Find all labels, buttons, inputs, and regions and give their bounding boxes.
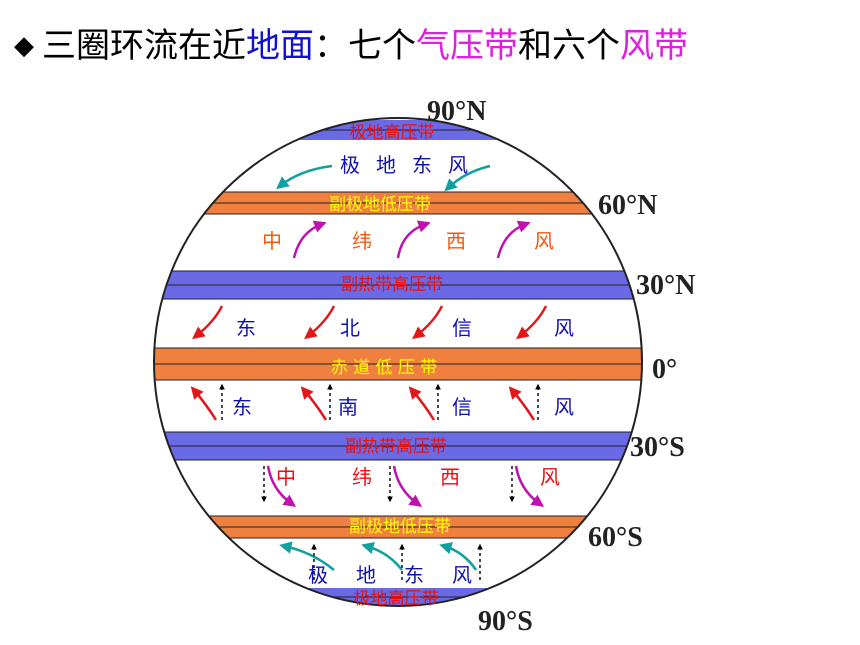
red-arrow-icon bbox=[192, 305, 224, 340]
n-westerlies-char-4: 风 bbox=[534, 229, 554, 253]
s-polar-easterlies-char-4: 风 bbox=[452, 563, 472, 587]
south-westerly-arrows bbox=[266, 465, 545, 507]
n-polar-easterlies-char-1: 极 bbox=[340, 153, 360, 177]
teal-arrow-icon bbox=[276, 164, 333, 190]
teal-arrow-icon bbox=[439, 542, 478, 571]
diamond-bullet-icon: ◆ bbox=[14, 31, 34, 61]
s-polar-easterlies-char-3: 东 bbox=[404, 563, 424, 587]
n-polar-easterlies-char-2: 地 bbox=[376, 153, 396, 177]
ne-trades-char-2: 北 bbox=[340, 316, 360, 340]
teal-arrow-icon bbox=[444, 164, 491, 192]
red-arrow-icon bbox=[408, 386, 436, 421]
s-polar-easterlies-char-1: 极 bbox=[308, 563, 328, 587]
ne-trade-arrows bbox=[192, 305, 548, 340]
magenta-arrow-icon bbox=[396, 220, 431, 259]
south-subtropical-high-belt bbox=[154, 431, 642, 461]
red-arrow-icon bbox=[516, 305, 548, 340]
lat-60n-label: 60°N bbox=[598, 190, 657, 221]
red-arrow-icon bbox=[412, 305, 444, 340]
n-polar-easterlies-char-3: 东 bbox=[412, 153, 432, 177]
se-trades-char-4: 风 bbox=[554, 395, 574, 419]
lat-equator-label: 0° bbox=[652, 354, 677, 385]
magenta-arrow-icon bbox=[514, 465, 545, 507]
title-text-ground: 地面 bbox=[246, 26, 314, 66]
globe-outline bbox=[153, 117, 643, 607]
lat-90s-label: 90°S bbox=[478, 606, 533, 637]
south-polar-easterly-arrows bbox=[279, 541, 478, 571]
red-arrow-icon bbox=[508, 386, 536, 421]
n-westerlies-char-1: 中 bbox=[262, 229, 282, 253]
teal-arrow-icon bbox=[361, 541, 403, 571]
s-westerlies-char-2: 纬 bbox=[352, 465, 372, 489]
magenta-arrow-icon bbox=[292, 220, 327, 259]
se-trades-char-1: 东 bbox=[232, 395, 252, 419]
ne-trades-char-4: 风 bbox=[554, 316, 574, 340]
n-westerlies-char-2: 纬 bbox=[352, 229, 372, 253]
equatorial-low-belt bbox=[154, 347, 642, 381]
title-text-2: ：七个 bbox=[314, 26, 416, 66]
north-westerly-arrows bbox=[292, 220, 531, 259]
title-text-1: 三圈环流在近 bbox=[42, 26, 246, 66]
north-subtropical-high-label: 副热带高压带 bbox=[341, 275, 443, 295]
south-polar-high-label: 极地高压带 bbox=[354, 589, 439, 609]
magenta-arrow-icon bbox=[392, 465, 423, 507]
red-arrow-icon bbox=[190, 386, 218, 421]
south-subpolar-low-label: 副极地低压带 bbox=[349, 517, 451, 537]
south-subtropical-high-label: 副热带高压带 bbox=[345, 437, 447, 457]
red-arrow-icon bbox=[300, 386, 328, 421]
teal-arrow-icon bbox=[279, 541, 335, 571]
lat-30s-label: 30°S bbox=[630, 432, 685, 463]
title-text-3: 和六个 bbox=[518, 26, 620, 66]
ne-trades-char-3: 信 bbox=[452, 316, 472, 340]
slide-title: ◆ 三圈环流在近地面：七个气压带和六个风带 bbox=[14, 24, 688, 68]
lat-60s-label: 60°S bbox=[588, 522, 643, 553]
s-westerly-meridional-arrows bbox=[261, 466, 515, 503]
se-trades-char-3: 信 bbox=[452, 395, 472, 419]
equatorial-low-label: 赤 道 低 压 带 bbox=[331, 358, 438, 378]
se-meridional-arrows bbox=[219, 383, 541, 420]
n-westerlies-char-3: 西 bbox=[446, 229, 466, 253]
n-polar-easterlies-char-4: 风 bbox=[448, 153, 468, 177]
title-text-pressure-belts: 气压带 bbox=[416, 26, 518, 66]
north-subpolar-low-belt bbox=[154, 191, 642, 215]
red-arrow-icon bbox=[304, 305, 336, 340]
title-text-wind-belts: 风带 bbox=[620, 26, 688, 66]
se-trade-arrows bbox=[190, 386, 536, 421]
north-subtropical-high-belt bbox=[154, 270, 642, 300]
north-subpolar-low-label: 副极地低压带 bbox=[329, 195, 431, 215]
magenta-arrow-icon bbox=[266, 465, 297, 507]
s-westerlies-char-4: 风 bbox=[540, 465, 560, 489]
s-westerlies-char-3: 西 bbox=[440, 465, 460, 489]
lat-30n-label: 30°N bbox=[636, 270, 695, 301]
s-westerlies-char-1: 中 bbox=[276, 465, 296, 489]
se-trades-char-2: 南 bbox=[338, 395, 358, 419]
magenta-arrow-icon bbox=[496, 220, 531, 259]
ne-trades-char-1: 东 bbox=[236, 316, 256, 340]
north-polar-high-label: 极地高压带 bbox=[350, 123, 435, 143]
north-polar-easterly-arrows bbox=[276, 164, 491, 192]
lat-90n-label: 90°N bbox=[427, 96, 486, 127]
s-polar-easterlies-char-2: 地 bbox=[356, 563, 376, 587]
